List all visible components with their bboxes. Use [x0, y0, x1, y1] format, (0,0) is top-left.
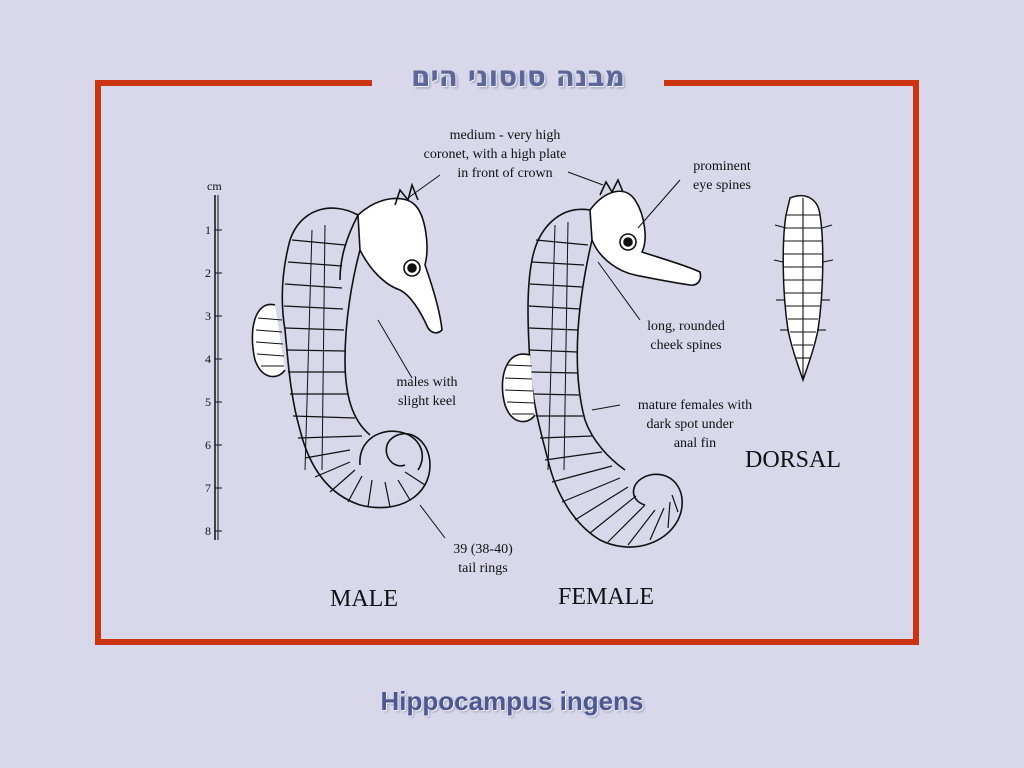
- label-females-3: anal fin: [674, 436, 716, 451]
- label-females-1: mature females with: [638, 398, 752, 413]
- label-keel-1: males with: [396, 375, 457, 390]
- seahorse-diagram: cm 1 2 3 4 5 6 7 8: [205, 128, 841, 612]
- label-tail-2: tail rings: [458, 561, 507, 576]
- caption-dorsal: DORSAL: [745, 447, 841, 473]
- scale-tick-label: 7: [205, 481, 211, 495]
- scale-tick-label: 4: [205, 352, 211, 366]
- caption-female: FEMALE: [558, 584, 654, 610]
- label-keel-2: slight keel: [398, 394, 456, 409]
- caption-male: MALE: [330, 586, 398, 612]
- scale-tick-label: 1: [205, 223, 211, 237]
- female-seahorse-drawing: [501, 178, 702, 548]
- title-gap: [372, 66, 664, 96]
- annotation-labels: medium - very high coronet, with a high …: [396, 128, 752, 576]
- label-coronet-2: coronet, with a high plate: [424, 147, 567, 162]
- slide-title: מבנה סוסוני הים: [411, 60, 625, 93]
- label-eye-1: prominent: [693, 159, 751, 174]
- label-cheek-2: cheek spines: [650, 338, 721, 353]
- label-coronet-1: medium - very high: [450, 128, 561, 143]
- scale-tick-label: 8: [205, 524, 211, 538]
- label-eye-2: eye spines: [693, 178, 751, 193]
- scale-tick-label: 3: [205, 309, 211, 323]
- label-coronet-3: in front of crown: [457, 166, 552, 181]
- label-cheek-1: long, rounded: [647, 319, 725, 334]
- scale-tick-label: 5: [205, 395, 211, 409]
- label-tail-1: 39 (38-40): [453, 542, 513, 557]
- scale-tick-label: 2: [205, 266, 211, 280]
- scale-unit: cm: [207, 179, 222, 193]
- leader-lines: [377, 171, 681, 539]
- slide-subtitle: Hippocampus ingens: [380, 686, 644, 716]
- dorsal-view-drawing: [773, 194, 834, 383]
- scale-ticks: 1 2 3 4 5 6 7 8: [205, 223, 222, 538]
- scale-tick-label: 6: [205, 438, 211, 452]
- label-females-2: dark spot under: [646, 417, 733, 432]
- male-seahorse-drawing: [251, 182, 443, 509]
- scale-bar: cm 1 2 3 4 5 6 7 8: [205, 179, 222, 540]
